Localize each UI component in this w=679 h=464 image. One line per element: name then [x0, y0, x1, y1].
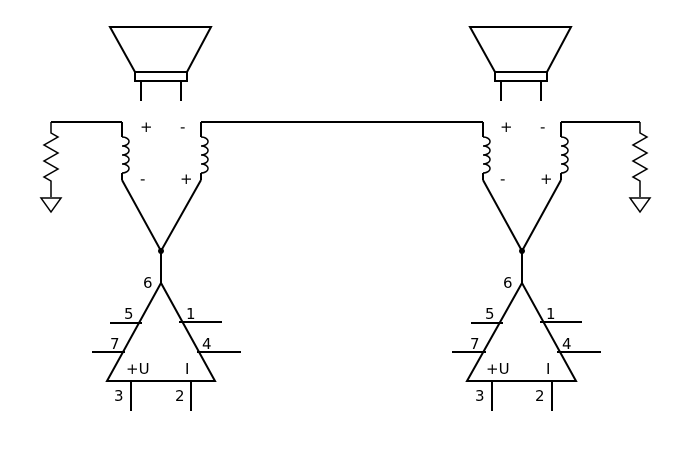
polarity-mark: -	[540, 118, 545, 136]
polarity-mark: -	[500, 170, 505, 188]
pin-label-3: 3	[114, 387, 124, 405]
coil-icon	[482, 122, 491, 180]
pin-label-6: 6	[143, 274, 153, 292]
ground-icon	[39, 197, 63, 214]
pin-label-4: 4	[202, 335, 212, 353]
circuit-right: + - - + 6 5 1 7 4 3 2 +U I	[452, 26, 652, 411]
feed-wire	[121, 179, 202, 254]
pin-label-5: 5	[124, 305, 134, 323]
opamp-supply-label: +U	[126, 360, 150, 378]
polarity-mark: +	[540, 170, 553, 188]
ground-icon	[628, 197, 652, 214]
pin-label-3: 3	[475, 387, 485, 405]
pin-label-5: 5	[485, 305, 495, 323]
opamp: 6 5 1 7 4 3 2 +U I	[452, 274, 601, 411]
opamp: 6 5 1 7 4 3 2 +U I	[92, 274, 241, 411]
opamp-supply-label: +U	[486, 360, 510, 378]
coil-icon	[560, 122, 569, 180]
polarity-mark: -	[140, 170, 145, 188]
coil-icon	[200, 122, 209, 180]
pin-label-6: 6	[503, 274, 513, 292]
speaker-icon	[108, 26, 213, 101]
pin-label-1: 1	[186, 305, 196, 323]
pin-label-7: 7	[110, 335, 120, 353]
polarity-mark: +	[140, 118, 153, 136]
pin-label-7: 7	[470, 335, 480, 353]
resistor-icon	[631, 122, 649, 197]
opamp-inner-label: I	[185, 360, 189, 378]
pin-label-2: 2	[535, 387, 545, 405]
polarity-mark: +	[180, 170, 193, 188]
coil-icon	[121, 122, 130, 180]
transformer: + - - +	[121, 118, 209, 188]
pin-label-1: 1	[546, 305, 556, 323]
circuit-left: + - - + 6 5 1 7 4 3 2 +U I	[39, 26, 241, 411]
feed-wire	[482, 179, 562, 254]
polarity-mark: +	[500, 118, 513, 136]
load-resistor	[561, 121, 652, 214]
load-resistor	[39, 121, 122, 214]
pin-label-2: 2	[175, 387, 185, 405]
transformer: + - - +	[482, 118, 569, 188]
opamp-inner-label: I	[546, 360, 550, 378]
polarity-mark: -	[180, 118, 185, 136]
resistor-icon	[42, 122, 60, 197]
pin-label-4: 4	[562, 335, 572, 353]
speaker-icon	[468, 26, 573, 101]
